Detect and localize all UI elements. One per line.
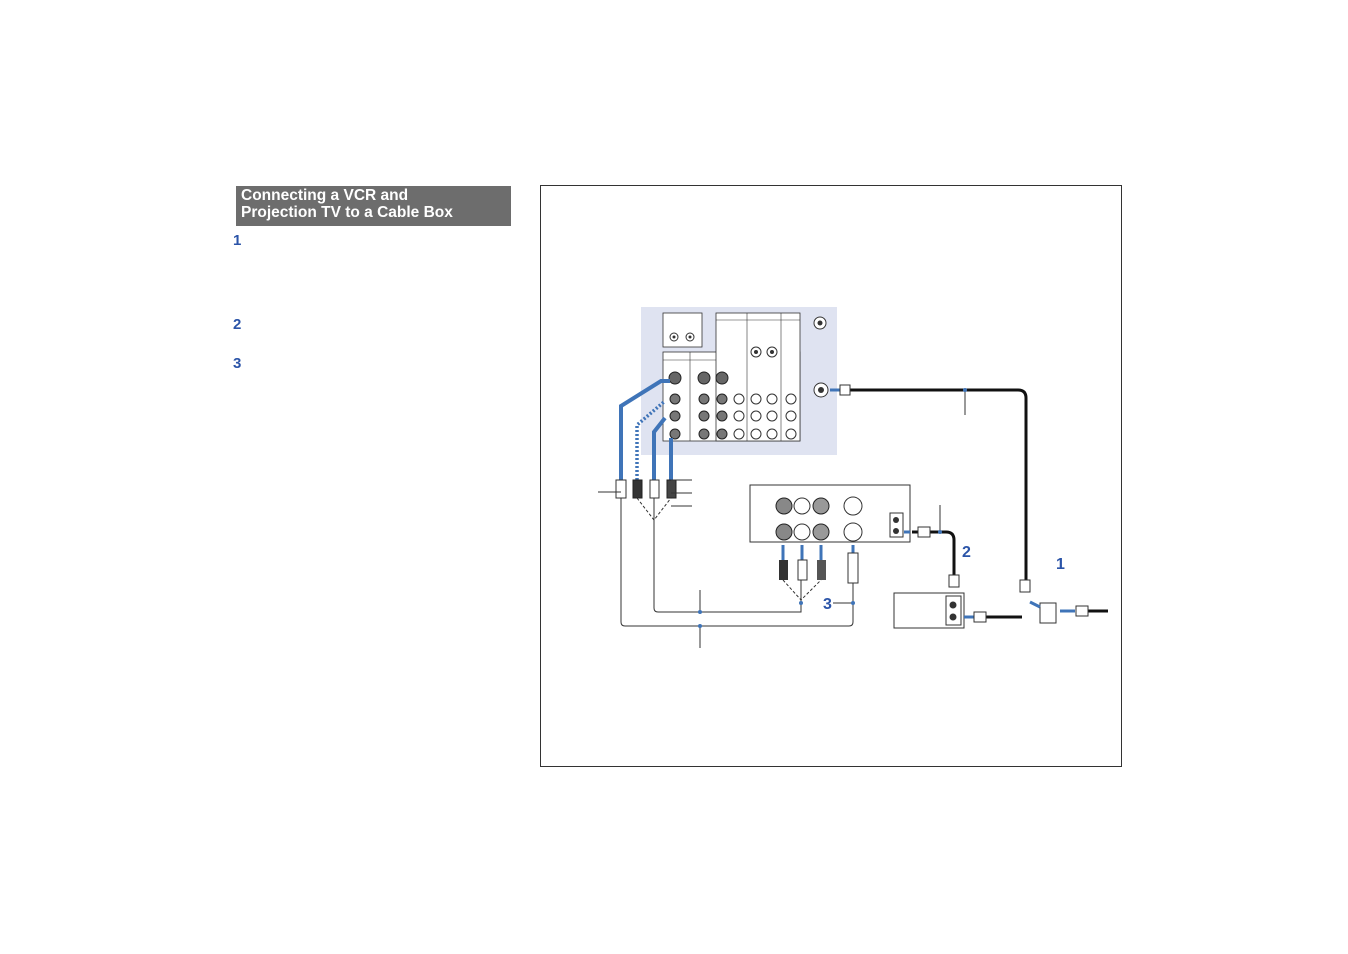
vcr-rear-panel bbox=[749, 484, 911, 543]
section-header: Connecting a VCR and Projection TV to a … bbox=[236, 186, 511, 226]
diagram-callout-1: 1 bbox=[1056, 556, 1065, 573]
callout-dots bbox=[698, 388, 967, 628]
plugs bbox=[615, 384, 1089, 623]
step-number-2: 2 bbox=[233, 316, 242, 333]
step-number-1: 1 bbox=[233, 232, 242, 249]
cable-routes bbox=[598, 390, 966, 648]
diagram-callout-3: 3 bbox=[823, 596, 832, 613]
section-title-line2: Projection TV to a Cable Box bbox=[241, 204, 453, 221]
step-number-3: 3 bbox=[233, 355, 242, 372]
cable-box bbox=[893, 592, 965, 629]
section-title-line1: Connecting a VCR and bbox=[241, 187, 409, 204]
av-cables bbox=[619, 379, 1075, 619]
splitter bbox=[1039, 602, 1057, 624]
diagram-callout-2: 2 bbox=[962, 544, 971, 561]
tv-rear-panel bbox=[641, 307, 837, 455]
diagram-frame bbox=[540, 185, 1122, 767]
